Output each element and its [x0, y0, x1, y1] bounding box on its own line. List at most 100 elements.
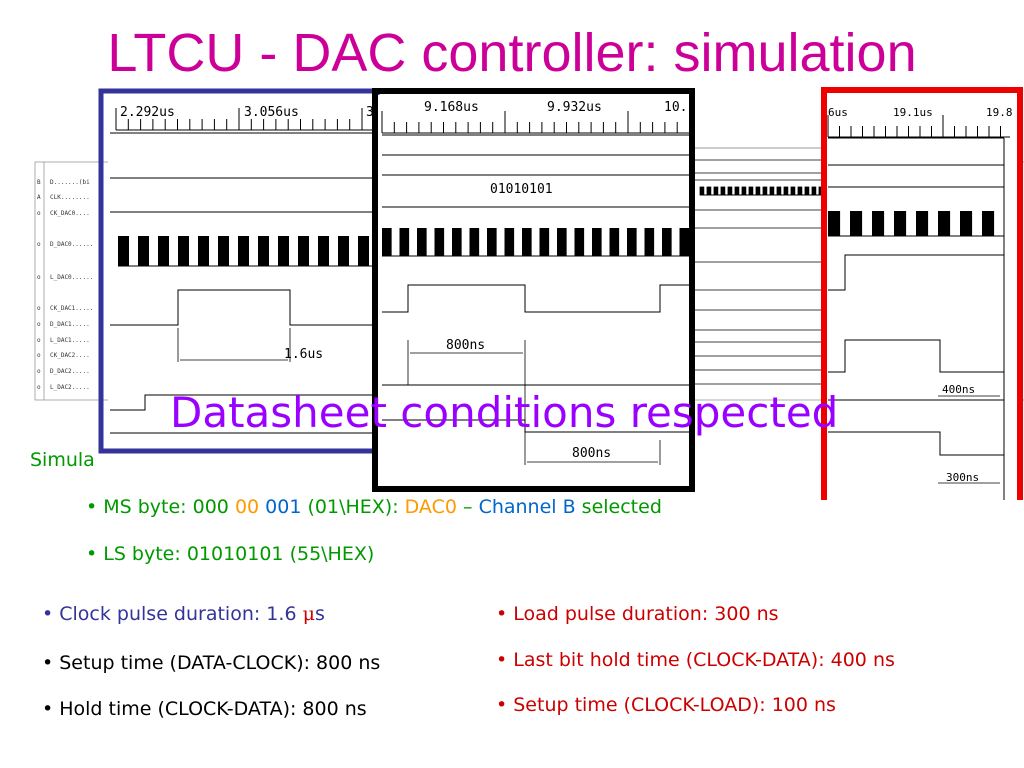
right-measure-load: 300ns	[946, 471, 979, 484]
left-clock-pulse	[358, 236, 369, 266]
between-clock-pulse	[713, 186, 719, 196]
right-clock-pulse	[960, 211, 973, 236]
between-clock-pulse	[706, 186, 712, 196]
middle-clock-pulse	[382, 228, 392, 256]
middle-clock-pulse	[452, 228, 462, 256]
background-signal-label: L_DAC1.....	[50, 337, 90, 344]
ms-byte-dac: DAC0	[404, 496, 457, 518]
right-clock-pulse	[916, 211, 929, 236]
between-clock-pulse	[762, 186, 768, 196]
left-clock-pulse	[178, 236, 189, 266]
setup-clock-load-bullet: • Setup time (CLOCK-LOAD): 100 ns	[496, 694, 836, 716]
middle-clock-pulse	[399, 228, 410, 256]
between-clock-pulse	[769, 186, 775, 196]
ms-byte-line: • MS byte: 000 00 001 (01\HEX): DAC0 – C…	[86, 498, 662, 517]
ms-byte-channel: Channel B	[478, 496, 576, 518]
between-panels-trace	[695, 135, 825, 395]
clock-pulse-prefix: •	[42, 603, 60, 625]
middle-clock-pulse	[487, 228, 497, 256]
left-clock-pulse	[318, 236, 329, 266]
between-clock-pulse	[797, 186, 803, 196]
between-clock-pulse	[811, 186, 817, 196]
between-clock-pulse	[776, 186, 782, 196]
between-clock-pulse	[727, 186, 733, 196]
middle-panel-border	[372, 88, 695, 492]
middle-clock-pulse	[504, 228, 515, 256]
middle-waveform-panel: 9.168us 9.932us 10. 01010101 800ns 800ns	[372, 88, 695, 492]
setup-time-bullet: • Setup time (DATA-CLOCK): 800 ns	[42, 652, 381, 674]
ms-byte-dash: –	[456, 496, 479, 518]
between-clock-pulse	[790, 186, 796, 196]
ls-byte-line: • LS byte: 01010101 (55\HEX)	[86, 543, 375, 565]
right-panel-border	[821, 87, 1023, 500]
background-signal-label: CK_DAC0....	[50, 210, 90, 217]
between-clock-train	[699, 186, 825, 196]
middle-clock-pulse	[539, 228, 550, 256]
background-signal-label: D.......(bi	[50, 179, 90, 186]
middle-tick-label-1: 9.932us	[547, 100, 602, 115]
left-clock-pulse	[158, 236, 169, 266]
left-clock-pulse	[118, 236, 129, 266]
clock-pulse-text: Clock pulse duration: 1.6	[59, 603, 303, 625]
middle-clock-pulse	[557, 228, 567, 256]
middle-bus-value: 01010101	[490, 182, 553, 197]
right-tick-label-0: 6us	[828, 106, 848, 119]
ms-byte-selected: selected	[575, 496, 662, 518]
middle-measure-setup: 800ns	[446, 338, 485, 353]
background-signal-label: D_DAC1.....	[50, 321, 90, 328]
between-clock-pulse	[699, 186, 705, 196]
right-clock-pulse	[894, 211, 907, 236]
ms-byte-blue: 001	[259, 496, 302, 518]
left-clock-pulse	[138, 236, 149, 266]
left-waveform-panel: 2.292us 3.056us 3 1.6us	[98, 88, 380, 454]
middle-tick-label-2: 10.	[664, 100, 687, 115]
right-clock-train	[828, 211, 1004, 237]
middle-tick-marks	[381, 111, 690, 134]
clock-pulse-mu: μ	[302, 603, 315, 625]
background-signal-prefix: A	[37, 194, 41, 201]
between-clock-pulse	[804, 186, 810, 196]
middle-clock-pulse	[469, 228, 480, 256]
clock-pulse-bullet: • Clock pulse duration: 1.6 μs	[42, 605, 325, 624]
background-signal-prefix: B	[37, 179, 41, 186]
background-signal-prefix: o	[37, 305, 41, 312]
background-signal-prefix: o	[37, 337, 41, 344]
left-clock-pulse	[258, 236, 269, 266]
background-signal-label: D_DAC2.....	[50, 368, 90, 375]
right-clock-pulse	[828, 211, 841, 236]
left-clock-train	[118, 236, 378, 267]
ms-byte-prefix: • MS byte: 000	[86, 496, 235, 518]
datasheet-conditions-overlay: Datasheet conditions respected	[170, 388, 839, 437]
hold-time-bullet: • Hold time (CLOCK-DATA): 800 ns	[42, 698, 367, 720]
between-clock-pulse	[720, 186, 726, 196]
left-measure-clock-pulse: 1.6us	[284, 347, 323, 362]
middle-clock-pulse	[627, 228, 637, 256]
background-signal-label: CLK........	[50, 194, 90, 201]
middle-clock-pulse	[417, 228, 427, 256]
middle-measure-hold: 800ns	[572, 446, 611, 461]
between-clock-pulse	[748, 186, 754, 196]
background-signal-prefix: o	[37, 384, 41, 391]
between-clock-pulse	[734, 186, 740, 196]
right-clock-pulse	[872, 211, 885, 236]
clock-pulse-s: s	[314, 603, 325, 625]
between-clock-pulse	[741, 186, 747, 196]
left-clock-pulse	[238, 236, 249, 266]
background-signal-label: CK_DAC2....	[50, 352, 90, 359]
middle-clock-train	[382, 228, 690, 257]
right-clock-pulse	[938, 211, 951, 236]
background-signal-prefix: o	[37, 368, 41, 375]
background-signal-prefix: o	[37, 352, 41, 359]
background-signal-label: D_DAC0......	[50, 241, 93, 248]
right-tick-marks	[827, 115, 1010, 138]
middle-clock-pulse	[592, 228, 602, 256]
middle-clock-pulse	[609, 228, 620, 256]
middle-tick-label-0: 9.168us	[424, 100, 479, 115]
background-signal-prefix: o	[37, 241, 41, 248]
background-signal-prefix: o	[37, 321, 41, 328]
left-tick-marks	[115, 108, 376, 131]
ms-byte-orange: 00	[234, 496, 260, 518]
ms-byte-hex: (01\HEX):	[301, 496, 405, 518]
